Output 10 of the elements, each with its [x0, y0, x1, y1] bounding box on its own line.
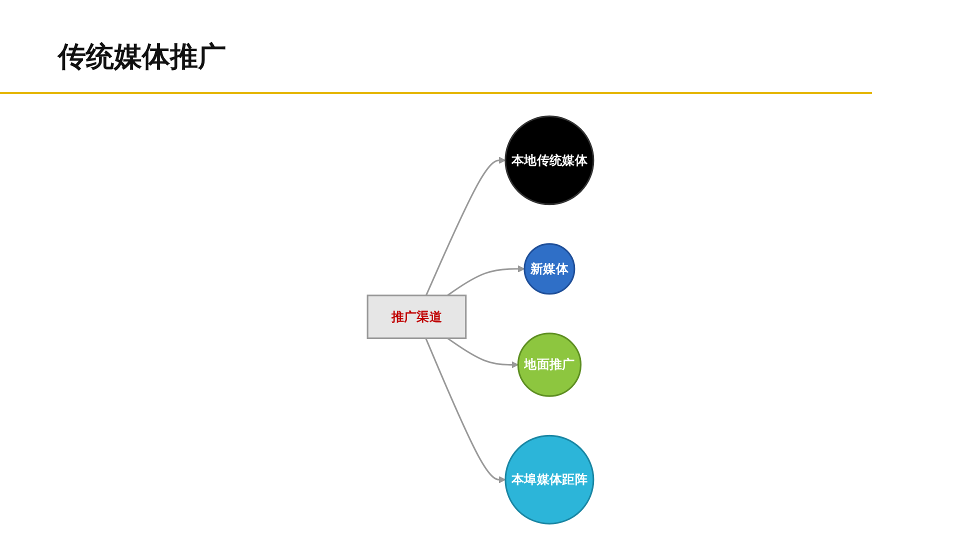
arrow	[424, 156, 506, 296]
arrow	[446, 338, 518, 368]
node-circle: 地面推广	[516, 332, 582, 397]
node-box: 推广渠道	[366, 294, 466, 340]
node-circle: 新媒体	[523, 243, 575, 295]
slide-title: 传统媒体推广	[58, 39, 226, 75]
arrow	[446, 265, 524, 296]
node-circle: 本地传统媒体	[504, 116, 594, 206]
node-circle: 本埠媒体距阵	[504, 434, 594, 524]
arrow	[424, 338, 506, 484]
